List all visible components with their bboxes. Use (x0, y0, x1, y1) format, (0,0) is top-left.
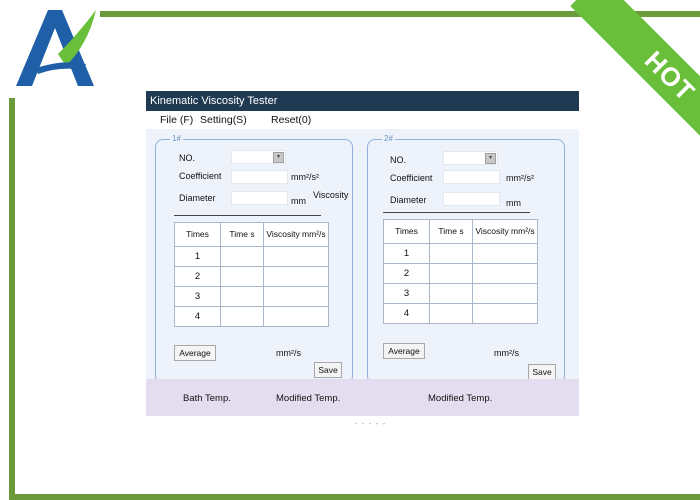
status-bar: Bath Temp. Modified Temp. Modified Temp. (146, 379, 579, 416)
menu-bar: File (F) Setting(S) Reset(0) (146, 111, 579, 129)
coefficient-label: Coefficient (179, 171, 222, 181)
coefficient-input[interactable] (231, 170, 288, 184)
row-number: 1 (383, 243, 430, 264)
save-button[interactable]: Save (314, 362, 342, 378)
no-select[interactable]: ▾ (443, 151, 498, 165)
row-number: 3 (383, 283, 430, 304)
time-cell[interactable] (220, 246, 264, 267)
results-table: Times Time s Viscosity mm²/s 1 2 3 4 (174, 222, 329, 327)
viscosity-cell[interactable] (472, 303, 538, 324)
diameter-input[interactable] (443, 192, 500, 206)
modified-temp-label: Modified Temp. (428, 393, 493, 404)
average-unit: mm²/s (494, 348, 519, 358)
chevron-down-icon[interactable]: ▾ (485, 153, 496, 164)
viscosity-cell[interactable] (472, 243, 538, 264)
row-number: 2 (174, 266, 221, 287)
tester-panel-1: 1# NO. ▾ Coefficient mm²/s² Diameter mm … (155, 134, 353, 384)
frame-top-border (100, 11, 700, 17)
column-header: Times (383, 219, 430, 244)
row-number: 4 (174, 306, 221, 327)
brand-logo-icon (16, 10, 96, 86)
row-number: 1 (174, 246, 221, 267)
average-button[interactable]: Average (383, 343, 425, 359)
frame-left-border (9, 98, 15, 500)
panel-legend: 2# (382, 134, 395, 143)
divider (383, 212, 530, 213)
viscosity-cell[interactable] (263, 286, 329, 307)
diameter-label: Diameter (390, 195, 427, 205)
column-header: Viscosity mm²/s (472, 219, 538, 244)
no-label: NO. (179, 153, 196, 163)
diameter-input[interactable] (231, 191, 288, 205)
decorative-dashes: - - - - - (355, 419, 387, 428)
tester-panel-2: 2# NO. ▾ Coefficient mm²/s² Diameter mm … (367, 134, 565, 384)
no-select[interactable]: ▾ (231, 150, 286, 164)
app-window: Kinematic Viscosity Tester File (F) Sett… (146, 91, 579, 416)
column-header: Viscosity mm²/s (263, 222, 329, 247)
average-unit: mm²/s (276, 348, 301, 358)
menu-file[interactable]: File (F) (160, 114, 194, 126)
diameter-label: Diameter (179, 193, 216, 203)
panel-legend: 1# (170, 134, 183, 143)
coefficient-input[interactable] (443, 170, 500, 184)
save-button[interactable]: Save (528, 364, 556, 380)
viscosity-cell[interactable] (263, 266, 329, 287)
no-label: NO. (390, 155, 407, 165)
chevron-down-icon[interactable]: ▾ (273, 152, 284, 163)
menu-reset[interactable]: Reset(0) (271, 114, 312, 126)
viscosity-cell[interactable] (472, 263, 538, 284)
coefficient-unit: mm²/s² (506, 173, 534, 183)
time-cell[interactable] (429, 243, 473, 264)
divider (174, 215, 321, 216)
results-table: Times Time s Viscosity mm²/s 1 2 3 4 (383, 219, 538, 324)
column-header: Time s (220, 222, 264, 247)
viscosity-label: Viscosity (313, 190, 349, 200)
main-content: 1# NO. ▾ Coefficient mm²/s² Diameter mm … (146, 129, 579, 384)
time-cell[interactable] (429, 303, 473, 324)
window-title: Kinematic Viscosity Tester (146, 91, 579, 111)
diameter-unit: mm (291, 196, 306, 206)
column-header: Time s (429, 219, 473, 244)
frame-bottom-border (9, 494, 700, 500)
time-cell[interactable] (429, 283, 473, 304)
viscosity-cell[interactable] (263, 246, 329, 267)
row-number: 4 (383, 303, 430, 324)
coefficient-label: Coefficient (390, 173, 433, 183)
menu-setting[interactable]: Setting(S) (200, 114, 247, 126)
viscosity-cell[interactable] (472, 283, 538, 304)
bath-temp-label: Bath Temp. (183, 393, 231, 404)
row-number: 3 (174, 286, 221, 307)
hot-ribbon-text: HOT (639, 44, 700, 107)
modified-temp-label: Modified Temp. (276, 393, 341, 404)
average-button[interactable]: Average (174, 345, 216, 361)
column-header: Times (174, 222, 221, 247)
time-cell[interactable] (220, 286, 264, 307)
coefficient-unit: mm²/s² (291, 172, 319, 182)
time-cell[interactable] (429, 263, 473, 284)
viscosity-cell[interactable] (263, 306, 329, 327)
diameter-unit: mm (506, 198, 521, 208)
time-cell[interactable] (220, 266, 264, 287)
time-cell[interactable] (220, 306, 264, 327)
row-number: 2 (383, 263, 430, 284)
